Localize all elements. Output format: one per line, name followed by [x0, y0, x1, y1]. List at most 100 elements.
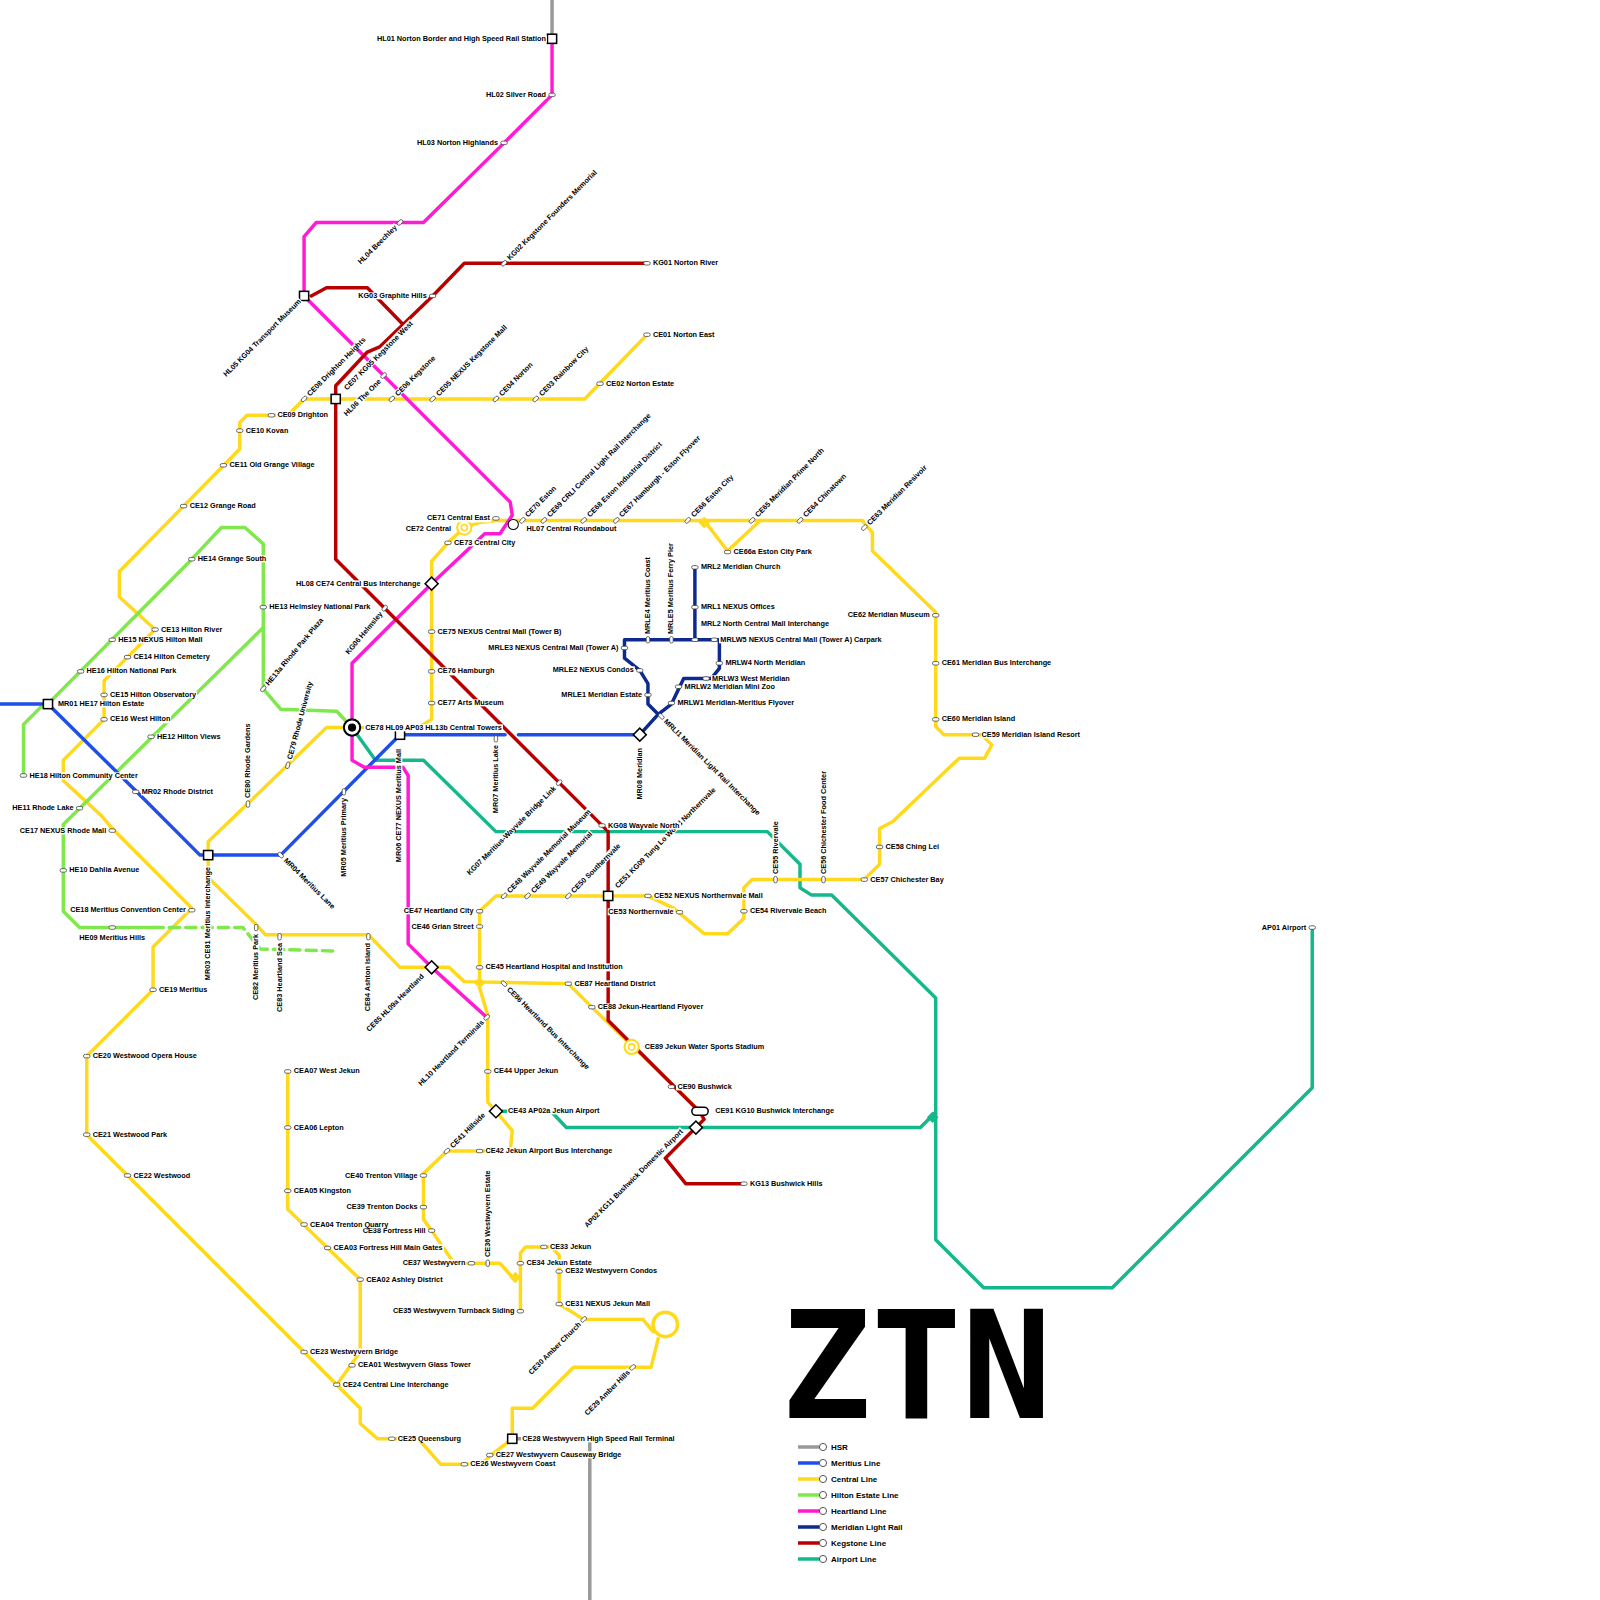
station-marker [932, 718, 939, 721]
station-marker [501, 980, 508, 987]
station-label: CE43 AP02a Jekun Airport [507, 1108, 601, 1115]
station-label: MR06 CE77 NEXUS Meritius Mall [395, 748, 402, 863]
station-label: CE31 NEXUS Jekun Mall [564, 1300, 651, 1307]
station-marker [741, 1182, 748, 1185]
station-marker [684, 517, 691, 524]
station-label: CEA04 Trenton Quarry [309, 1221, 389, 1228]
station-label: CE16 West Hilton [109, 716, 171, 723]
station-label: MRLW1 Meridian-Meritius Flyover [676, 699, 795, 706]
legend-swatch [798, 1505, 828, 1517]
station-label: HE15 NEXUS Hilton Mall [117, 636, 203, 643]
station-marker [189, 908, 196, 911]
station-marker [301, 1223, 308, 1226]
swatch-station [819, 1475, 826, 1482]
station-label: MR04 Meritius Lane [282, 856, 337, 911]
station-marker [380, 372, 387, 379]
swatch-line [798, 1445, 822, 1449]
station-marker [429, 395, 436, 402]
legend-swatch [798, 1441, 828, 1453]
station-marker [487, 1453, 494, 1456]
station-marker [246, 801, 249, 808]
turnaround-loop [653, 1312, 677, 1336]
swatch-station [819, 1539, 826, 1546]
station-label: CE57 Chichester Bay [869, 876, 944, 883]
station-marker [668, 701, 675, 704]
station-label: HE13 Helmsley National Park [268, 603, 371, 610]
station-marker [284, 1189, 291, 1192]
station-label: CE46 Grian Street [411, 923, 475, 930]
legend-text: Airport Line [831, 1555, 876, 1564]
station-marker [501, 141, 508, 144]
legend-swatch [798, 1537, 828, 1549]
swatch-station [819, 1523, 826, 1530]
station-marker [109, 926, 116, 929]
station-marker [670, 637, 673, 644]
station-markers [20, 93, 1315, 1466]
station-label: CE66a Eston City Park [733, 548, 813, 555]
station-marker [692, 605, 699, 608]
station-label: CE13 Hilton River [160, 626, 223, 633]
swatch-line [798, 1509, 822, 1513]
legend-text: Heartland Line [831, 1507, 887, 1516]
station-label: HE10 Dahlia Avenue [68, 867, 140, 874]
station-label: CE23 Westwyvern Bridge [309, 1348, 399, 1355]
station-label: CE77 Arts Museum [437, 699, 505, 706]
station-marker [254, 924, 257, 931]
station-marker [349, 1364, 356, 1367]
station-marker [932, 614, 939, 617]
swatch-station [819, 1459, 826, 1466]
station-label: CE28 Westwyvern High Speed Rail Terminal [521, 1435, 675, 1442]
station-label: CE11 Old Grange Village [229, 462, 316, 469]
station-label: CE90 Bushwick [676, 1083, 732, 1090]
station-marker [637, 669, 644, 672]
station-label: CE75 NEXUS Central Mall (Tower B) [437, 628, 563, 635]
station-label: HL07 Central Roundabout [525, 525, 617, 532]
station-label: MRLE4 Meritius Coast [644, 556, 651, 635]
station-label: MRLI1 Meridian Light Rail Interchange [662, 717, 762, 817]
station-marker [77, 670, 84, 673]
heartland-line [304, 39, 552, 1018]
swatch-station [819, 1507, 826, 1514]
station-marker [589, 1005, 596, 1008]
station-label: HE16 Hilton National Park [86, 668, 178, 675]
interchange-square [204, 851, 213, 860]
central-hub-core [461, 524, 467, 530]
station-label: CE79 Rhode University [286, 680, 314, 761]
station-marker [476, 966, 483, 969]
station-marker [796, 517, 803, 524]
station-label: MRLW3 West Meridian [711, 675, 791, 682]
station-marker [101, 693, 108, 696]
major-interchange [344, 719, 360, 735]
station-label: KG03 Graphite Hills [357, 292, 428, 299]
station-marker [517, 1262, 524, 1265]
station-label: HL03 Norton Highlands [416, 139, 499, 146]
station-marker [150, 988, 157, 991]
station-label: CE78 HL09 AP03 HL13b Central Towers [364, 724, 503, 731]
station-marker [20, 774, 27, 777]
station-label: MRL2 North Central Mall Interchange [700, 620, 830, 627]
station-marker [629, 1364, 636, 1371]
station-label: CE63 Meridian Resivoir [865, 463, 929, 527]
central-line [520, 1247, 653, 1332]
station-label: CE73 Central City [453, 539, 516, 546]
station-marker [541, 1245, 548, 1248]
meritius-line [0, 704, 640, 855]
legend-row: Airport Line [798, 1551, 903, 1567]
station-label: HE11 Rhode Lake [11, 805, 74, 812]
station-marker [420, 1205, 427, 1208]
station-marker [524, 892, 531, 899]
station-label: CE80 Rhode Gardens [244, 722, 251, 799]
station-label: CE88 Jekun-Heartland Flyover [597, 1003, 704, 1010]
station-label: AP02 KG11 Bushwick Domestic Airport [582, 1126, 685, 1229]
station-label: CE02 Norton Estate [605, 380, 675, 387]
interchange-diamond [633, 728, 646, 741]
station-label: CE87 Heartland District [573, 980, 656, 987]
legend-swatch [798, 1489, 828, 1501]
station-marker [476, 909, 483, 912]
station-label: CE76 Hamburgh [437, 668, 496, 675]
station-label: MRLE1 Meridian Estate [560, 691, 643, 698]
station-label: CE84 Ashton Island [365, 942, 372, 1012]
station-label: KG02 Kegstone Founders Memorial [505, 168, 599, 262]
station-marker [483, 1014, 490, 1021]
station-label: CEA06 Lepton [293, 1124, 345, 1131]
